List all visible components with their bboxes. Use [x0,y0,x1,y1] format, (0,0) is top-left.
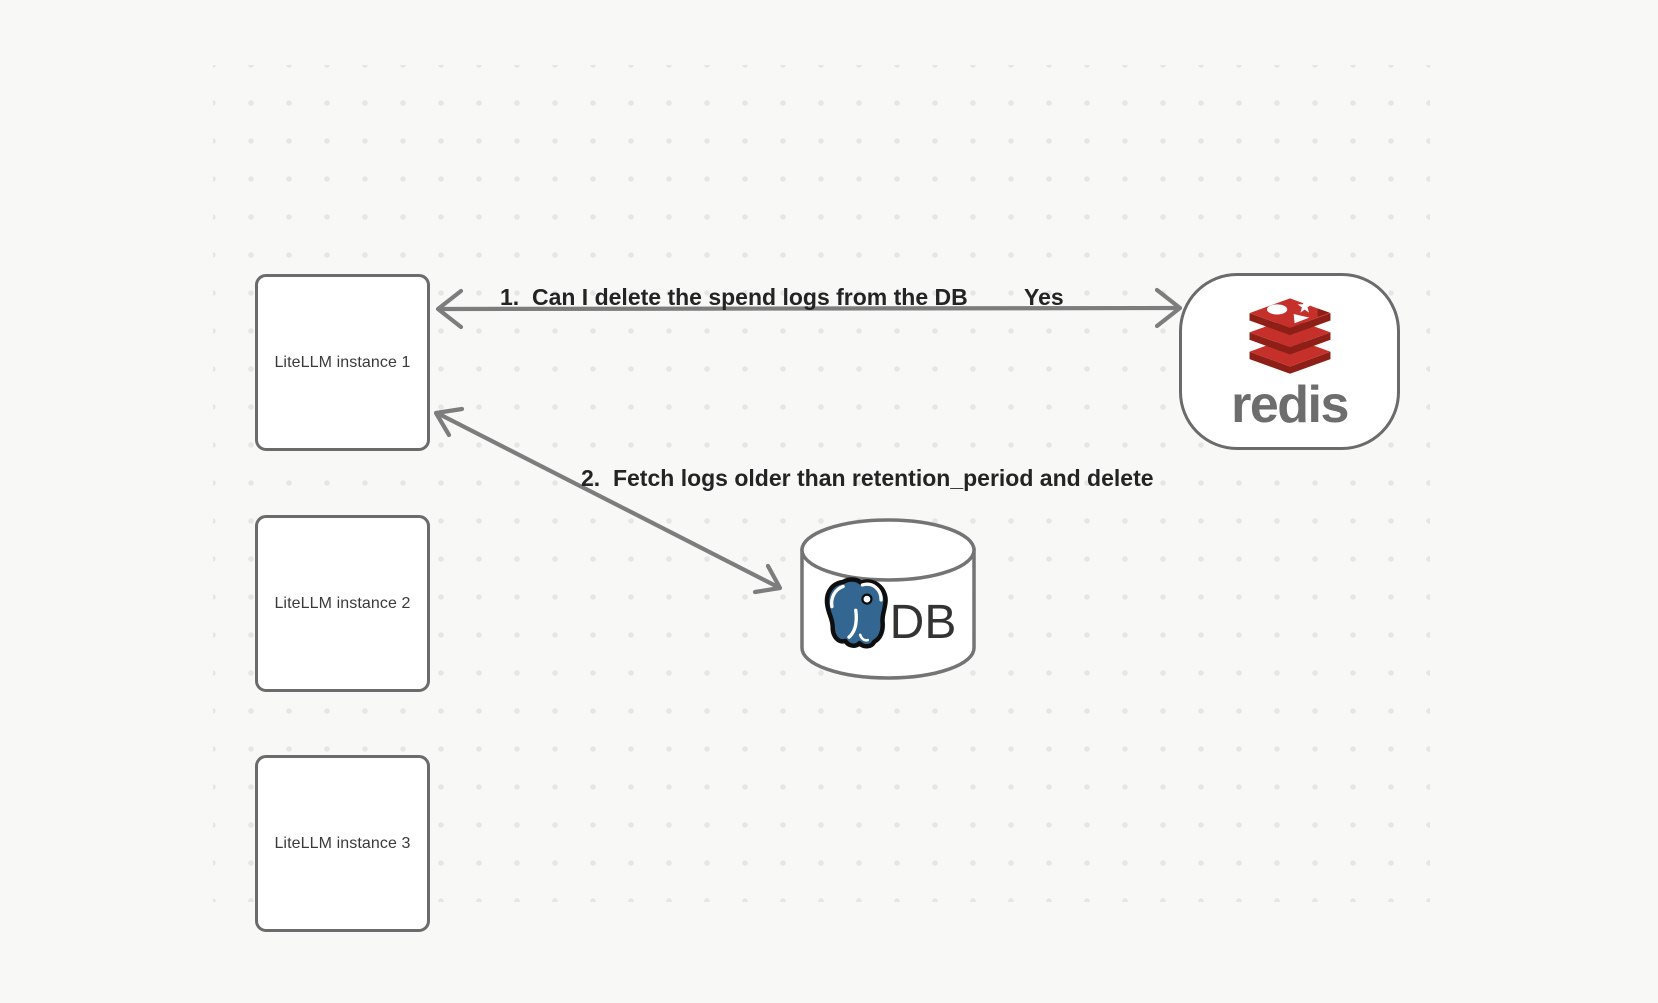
node-litellm-instance-1: LiteLLM instance 1 [255,274,430,451]
node-litellm-instance-3: LiteLLM instance 3 [255,755,430,932]
redis-wordmark: redis [1231,376,1349,434]
redis-logo-icon [1244,298,1336,381]
edge1-question-label: 1. Can I delete the spend logs from the … [500,284,968,310]
node-litellm-instance-3-label: LiteLLM instance 3 [274,834,411,852]
db-label: DB [889,596,957,649]
edge1-answer-label: Yes [1024,284,1064,310]
node-litellm-instance-2: LiteLLM instance 2 [255,515,430,692]
edge2-label: 2. Fetch logs older than retention_perio… [581,465,1154,491]
node-litellm-instance-1-label: LiteLLM instance 1 [274,353,411,371]
node-redis: redis [1179,273,1400,450]
node-db: DB [798,516,978,684]
node-litellm-instance-2-label: LiteLLM instance 2 [274,594,411,612]
postgresql-elephant-icon [820,576,896,663]
